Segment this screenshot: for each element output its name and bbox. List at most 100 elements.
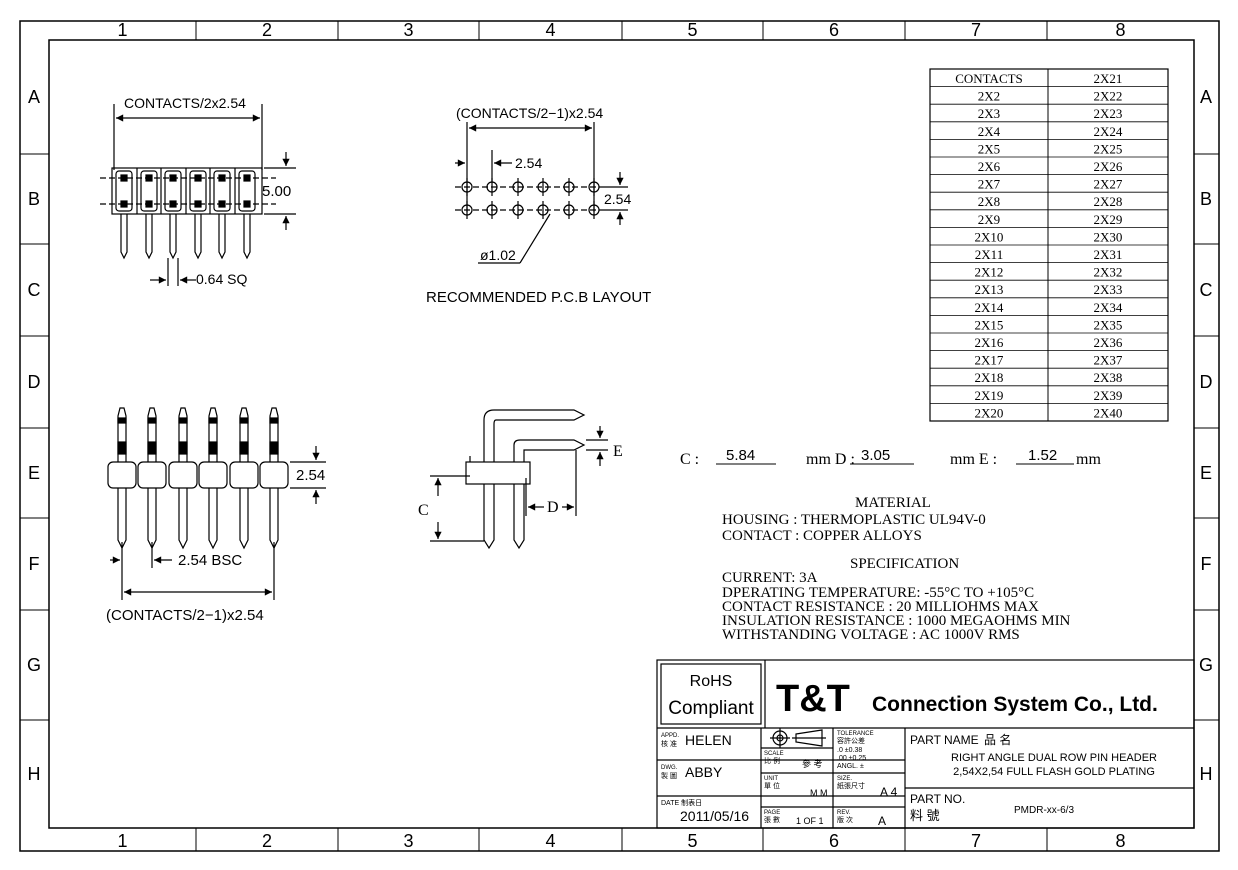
dim-e-label: mm E : xyxy=(950,451,997,468)
zone-column-label: 3 xyxy=(403,831,413,851)
title-block xyxy=(656,659,1195,829)
zone-row-label: H xyxy=(1200,764,1213,784)
dimension-values: C : 5.84 mm D : 3.05 mm E : 1.52 mm xyxy=(680,447,1101,468)
zone-row-label: A xyxy=(1200,87,1212,107)
pin-plating xyxy=(147,417,157,424)
pin-plating xyxy=(269,441,279,455)
pin-square xyxy=(169,174,177,182)
pcb-width-label: (CONTACTS/2−1)x2.54 xyxy=(456,105,603,121)
pcb-layout xyxy=(455,122,628,264)
table-cell: 2X27 xyxy=(1094,177,1123,192)
zone-column-label: 5 xyxy=(687,20,697,40)
table-cell: 2X8 xyxy=(978,194,1000,209)
zone-column-label: 1 xyxy=(117,20,127,40)
table-cell: 2X37 xyxy=(1094,353,1123,368)
appd-value: HELEN xyxy=(685,732,732,748)
table-cell: 2X9 xyxy=(978,212,1000,227)
scale-value: 參 考 xyxy=(802,758,823,769)
zone-column-label: 2 xyxy=(262,831,272,851)
tolerance-line: ANGL. ± xyxy=(837,763,864,770)
table-header-cell: 2X21 xyxy=(1094,71,1123,86)
top-width-label: CONTACTS/2x2.54 xyxy=(124,95,246,111)
table-cell: 2X24 xyxy=(1094,124,1123,139)
pin-cell xyxy=(189,170,207,212)
table-cell: 2X26 xyxy=(1094,159,1123,174)
table-cell: 2X3 xyxy=(978,106,1000,121)
pin-upper xyxy=(178,407,188,462)
pin-square xyxy=(218,174,226,182)
zone-column-label: 7 xyxy=(971,20,981,40)
zone-column-label: 2 xyxy=(262,20,272,40)
rev-label: REV. xyxy=(837,810,851,816)
housing-cell xyxy=(168,461,198,489)
pin-lead xyxy=(243,214,251,260)
zone-column-label: 6 xyxy=(829,20,839,40)
side-d-label: D xyxy=(547,499,559,516)
table-cell: 2X7 xyxy=(978,177,1001,192)
zone-row-label: E xyxy=(28,463,40,483)
pin-cell xyxy=(164,170,182,212)
tolerance-line: .00 ±0.25 xyxy=(837,755,866,762)
size-label-cn: 紙張尺寸 xyxy=(837,781,865,790)
pin-square xyxy=(145,200,153,208)
front-view xyxy=(107,407,326,600)
zone-column-label: 1 xyxy=(117,831,127,851)
top-height-label: 5.00 xyxy=(262,183,291,200)
size-value: A 4 xyxy=(880,785,898,799)
zone-row-label: A xyxy=(28,87,40,107)
zone-row-label: H xyxy=(28,764,41,784)
housing-cell xyxy=(259,461,289,489)
side-e-label: E xyxy=(613,443,623,460)
zone-row-label: E xyxy=(1200,463,1212,483)
appd-label: APPD. xyxy=(661,733,679,739)
pin-plating xyxy=(117,417,127,424)
spec-title: SPECIFICATION xyxy=(850,556,959,572)
pin-plating xyxy=(269,417,279,424)
zone-row-label: F xyxy=(29,554,40,574)
pin-square xyxy=(243,200,251,208)
zone-row-label: G xyxy=(1199,655,1213,675)
zone-lines xyxy=(20,21,1219,851)
part-name-line: 2,54X2,54 FULL FLASH GOLD PLATING xyxy=(953,766,1155,778)
rohs-line2: Compliant xyxy=(668,698,754,719)
pin-upper xyxy=(147,407,157,462)
scale-label: SCALE xyxy=(764,751,784,757)
housing-cell xyxy=(107,461,137,489)
zone-column-label: 3 xyxy=(403,20,413,40)
table-cell: 2X34 xyxy=(1094,300,1123,315)
dim-unit: mm xyxy=(1076,451,1101,468)
zone-column-label: 8 xyxy=(1115,831,1125,851)
company-mark: T&T xyxy=(776,678,850,720)
table-cell: 2X35 xyxy=(1094,317,1123,332)
table-cell: 2X14 xyxy=(975,300,1004,315)
pin-square xyxy=(194,200,202,208)
pcb-hole-label: ø1.02 xyxy=(480,247,516,263)
pin-lead xyxy=(194,214,202,260)
front-width-label: (CONTACTS/2−1)x2.54 xyxy=(106,607,264,624)
table-cell: 2X28 xyxy=(1094,194,1123,209)
table-cell: 2X10 xyxy=(975,229,1004,244)
table-cell: 2X33 xyxy=(1094,282,1123,297)
pin-cell xyxy=(140,170,158,212)
dim-d-label: mm D : xyxy=(806,451,855,468)
date-value: 2011/05/16 xyxy=(680,808,749,824)
pin-lead xyxy=(218,214,226,260)
pin-square xyxy=(145,174,153,182)
table-cell: 2X40 xyxy=(1094,405,1123,420)
dim-c-value: 5.84 xyxy=(726,447,755,464)
dim-c-label: C : xyxy=(680,451,699,468)
part-no-label-cn: 料 號 xyxy=(910,808,940,823)
table-cell: 2X5 xyxy=(978,141,1000,156)
zone-row-label: B xyxy=(1200,189,1212,209)
pin-lead xyxy=(169,214,177,260)
pin-upper xyxy=(208,407,218,462)
pcb-row-label: 2.54 xyxy=(604,191,631,207)
pcb-caption: RECOMMENDED P.C.B LAYOUT xyxy=(426,289,651,306)
zone-row-label: D xyxy=(28,372,41,392)
table-cell: 2X13 xyxy=(975,282,1004,297)
zone-row-label: C xyxy=(1200,280,1213,300)
spec-line: CURRENT: 3A xyxy=(722,570,818,586)
table-cell: 2X32 xyxy=(1094,265,1123,280)
table-cell: 2X19 xyxy=(975,388,1004,403)
table-cell: 2X31 xyxy=(1094,247,1123,262)
